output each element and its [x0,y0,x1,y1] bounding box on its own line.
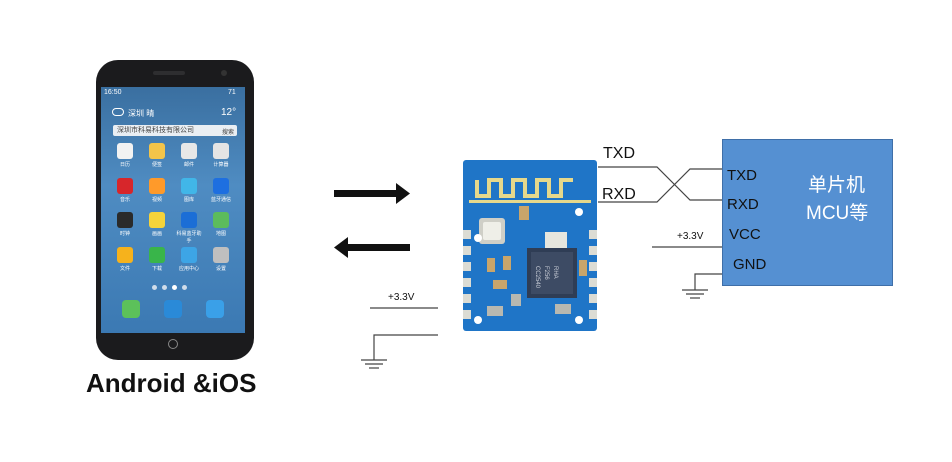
bluetooth-module [463,160,597,331]
app-label: 日历 [119,162,130,168]
app-label: 计算器 [213,162,229,168]
app-label: 设置 [215,266,226,272]
module-board-art: CC2540 F256 RHA [463,178,597,324]
mcu-ground-icon [682,289,708,299]
mcu-pin-vcc: VCC [729,226,761,243]
mcu-name-line1: 单片机 [808,175,866,196]
status-time: 16:50 [104,89,122,96]
mcu-pin-gnd: GND [733,256,767,273]
map-icon[interactable] [213,212,229,228]
pcb-antenna [475,178,573,198]
calendar-icon[interactable] [117,143,133,159]
app-label: 视频 [151,197,162,203]
draw-icon[interactable] [149,212,165,228]
chip-marking-2: F256 [543,266,549,280]
bluetooth-icon[interactable] [181,212,197,228]
app-label: 蓝牙通信 [210,197,231,203]
module-ground-icon [361,359,387,369]
gallery-icon[interactable] [181,178,197,194]
bidirectional-arrows [334,183,410,258]
music-icon[interactable] [117,178,133,194]
mail-icon[interactable] [181,143,197,159]
cloud-icon [112,108,124,116]
app-label: 科易蓝牙助手 [176,231,202,244]
weather-temp: 12° [221,107,237,118]
mcu-power-label: +3.3V [677,231,704,242]
app-label: 地图 [215,231,226,237]
download-icon[interactable] [149,247,165,263]
app-label: 下载 [151,266,162,272]
app-label: 音乐 [119,197,130,203]
arrow-right-icon [334,183,410,204]
chip-marking-1: CC2540 [534,266,540,289]
status-battery: 71 [228,89,236,96]
app-label: 画画 [151,231,162,237]
contacts-icon[interactable] [164,300,182,318]
mcu-gnd-wire [694,273,724,290]
phone-search-bar[interactable]: 深圳市科易科技有限公司 [113,125,237,136]
video-icon[interactable] [149,178,165,194]
phone-call-icon[interactable] [122,300,140,318]
app-label: 时钟 [119,231,130,237]
side-pads [463,230,597,319]
mcu-pin-rxd: RXD [727,196,759,213]
app-label: 便签 [151,162,162,168]
phone-speaker [153,71,185,75]
rxd-wire [598,168,724,203]
rxd-label: RXD [602,186,636,203]
notes-icon[interactable] [149,143,165,159]
folder-icon[interactable] [117,247,133,263]
txd-label: TXD [603,145,635,162]
clock-icon[interactable] [117,212,133,228]
module-power-label: +3.3V [388,292,415,303]
mcu-name-line2: MCU等 [806,203,869,224]
messages-icon[interactable] [206,300,224,318]
mcu-block [722,139,893,286]
search-text: 深圳市科易科技有限公司 [117,127,194,134]
app-center-icon[interactable] [181,247,197,263]
bluetooth-app-icon[interactable] [213,178,229,194]
page-indicator [152,285,196,291]
arrow-left-icon [334,237,410,258]
platform-label: Android &iOS [86,368,257,398]
txd-wire [598,166,724,201]
app-label: 图库 [183,197,194,203]
mcu-pin-txd: TXD [727,167,757,184]
weather-city: 深圳 晴 [128,109,155,118]
calculator-icon[interactable] [213,143,229,159]
home-button[interactable] [168,339,178,349]
app-label: 应用中心 [178,266,199,272]
search-button[interactable]: 搜索 [222,130,235,136]
phone-camera [221,70,227,76]
module-gnd-wire [373,334,438,360]
app-label: 邮件 [183,162,194,168]
settings-icon[interactable] [213,247,229,263]
chip-marking-3: RHA [552,266,558,279]
app-label: 文件 [119,266,130,272]
